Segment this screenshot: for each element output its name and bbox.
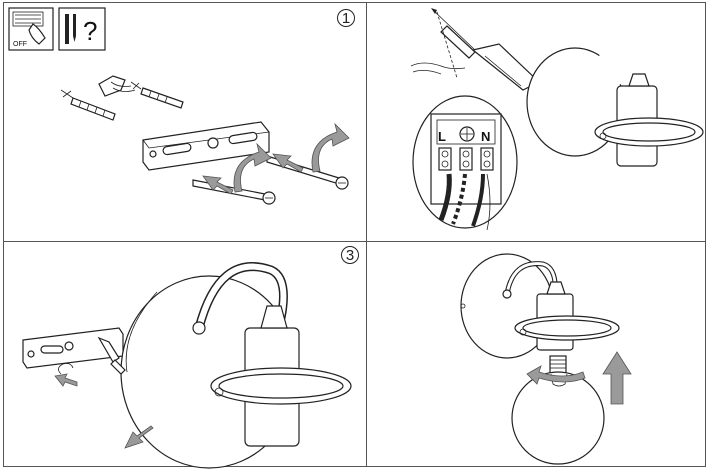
neutral-terminal-label: N: [481, 129, 490, 144]
panel-step-2: L N: [367, 2, 706, 241]
step-3-illustration: [22, 262, 352, 469]
rotate-bulb-arrow-icon: [526, 365, 586, 385]
question-mark-text: ?: [83, 16, 97, 46]
rotate-arrow-left-icon: [233, 142, 272, 193]
power-off-switch-icon: OFF: [8, 7, 54, 51]
supply-cable: [410, 62, 466, 70]
screwdriver-icon: [431, 8, 476, 79]
step-number-3: 3: [341, 246, 359, 264]
live-terminal-label: L: [438, 129, 446, 144]
small-push-arrow-icon: [54, 373, 78, 387]
terminal-block: [471, 43, 541, 91]
panel-step-3: 3: [3, 242, 366, 469]
switch-off-label: OFF: [13, 41, 27, 48]
step-2-illustration: L N: [410, 8, 704, 231]
step-1-illustration: OFF ?: [8, 7, 350, 205]
terminal-connector: [98, 75, 136, 97]
step-number-1: 1: [337, 9, 355, 27]
wire-bundle: [438, 173, 452, 221]
push-arrow-left-icon: [202, 175, 234, 195]
globe-bulb-icon: [511, 355, 605, 465]
tools-needed-icon: ?: [58, 7, 106, 51]
mounting-bracket: [142, 121, 270, 171]
push-arrow-icon: [124, 425, 154, 449]
panel-step-4: [367, 242, 706, 467]
panel-divider-vertical: [366, 2, 367, 467]
step-4-illustration: [460, 253, 632, 465]
wall-plug-right: [130, 81, 184, 109]
push-arrow-right-icon: [272, 153, 304, 173]
rotate-arrow-right-icon: [311, 122, 350, 173]
instruction-sheet-frame: [3, 2, 706, 467]
panel-divider-horizontal: [3, 241, 706, 242]
panel-step-1: 1 OFF ?: [3, 2, 366, 241]
fixing-screw: [97, 336, 120, 363]
wall-plug-left: [60, 89, 116, 121]
lift-up-arrow-icon: [602, 351, 632, 405]
